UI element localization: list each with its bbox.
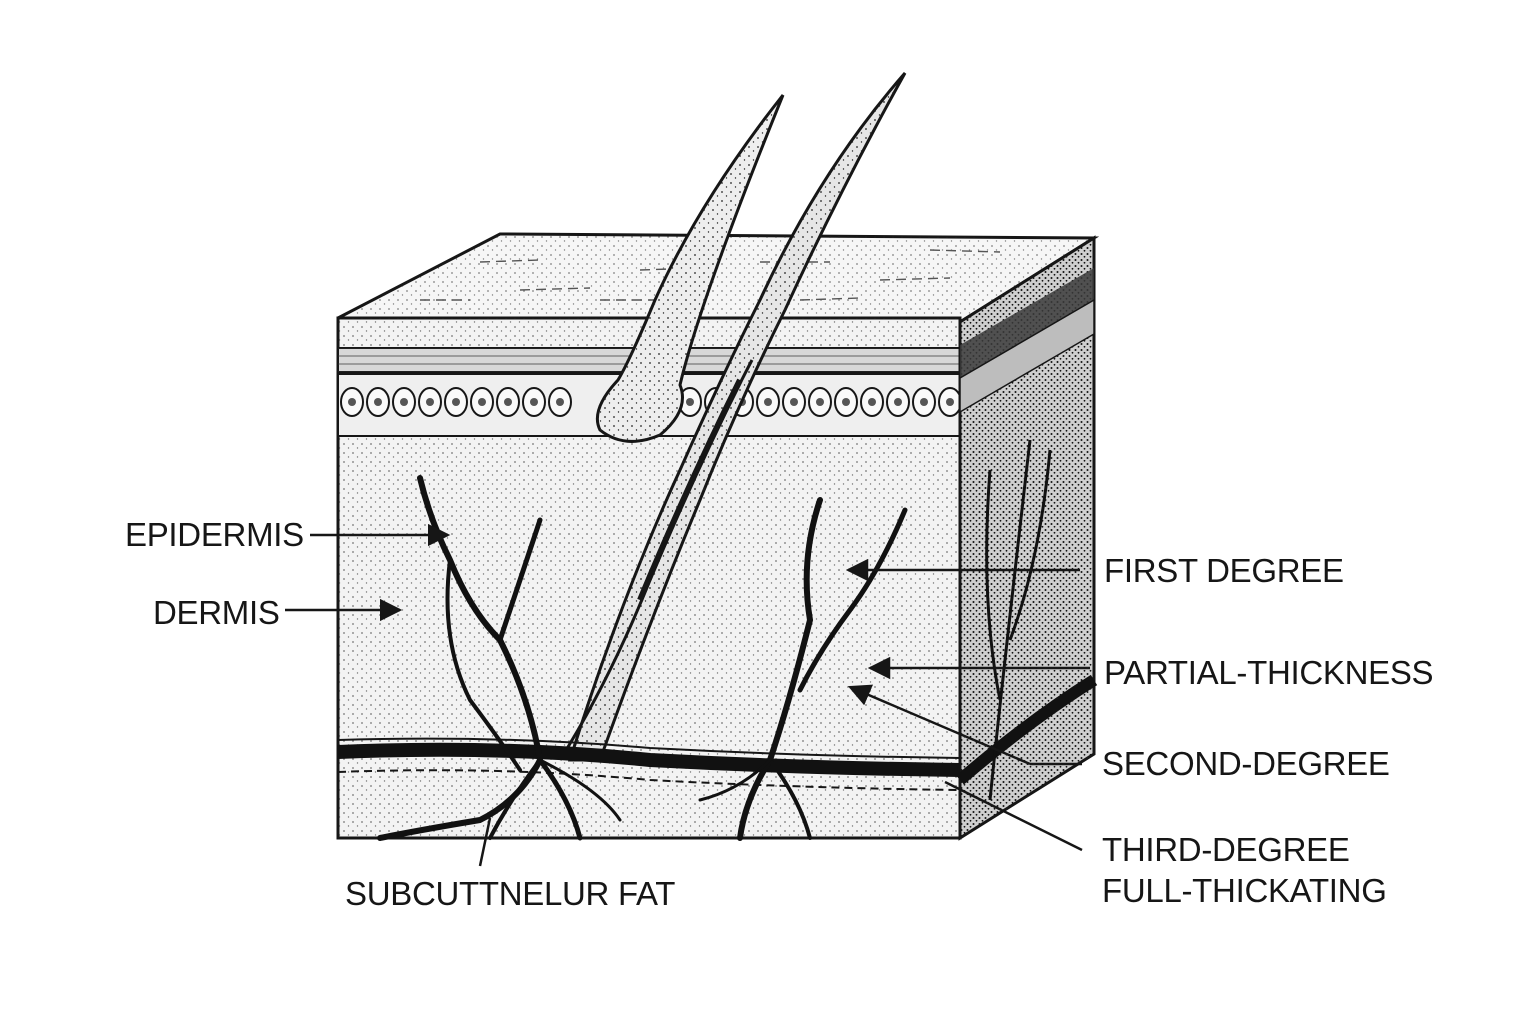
cell-nucleus [842,398,850,406]
cell-nucleus [686,398,694,406]
cell-nucleus [946,398,954,406]
hair-follicle [558,72,907,762]
cell-nucleus [504,398,512,406]
cell-nucleus [374,398,382,406]
cell-nucleus [816,398,824,406]
subcutaneous-fat-pointer [478,817,492,867]
cell-nucleus [868,398,876,406]
cell-nucleus [764,398,772,406]
label-full-thickness: FULL-THICKATING [1102,872,1387,909]
leader-lines [285,523,1090,867]
label-epidermis: EPIDERMIS [125,516,304,553]
cell-nucleus [556,398,564,406]
blood-vessels [377,475,908,841]
label-subcutaneous-fat: SUBCUTTNELUR FAT [345,875,676,912]
label-partial-thickness: PARTIAL-THICKNESS [1104,654,1434,691]
cell-nucleus [348,398,356,406]
skin-side-face [956,235,1098,841]
cell-nucleus [894,398,902,406]
cell-nucleus [790,398,798,406]
label-first-degree: FIRST DEGREE [1104,552,1344,589]
label-third-degree: THIRD-DEGREE [1102,831,1350,868]
subcutaneous-boundary [337,737,961,791]
cell-nucleus [400,398,408,406]
label-second-degree: SECOND-DEGREE [1102,745,1390,782]
cell-nucleus [920,398,928,406]
cell-nucleus [478,398,486,406]
cell-nucleus [426,398,434,406]
third-degree-pointer [944,780,1083,852]
cell-nucleus [452,398,460,406]
second-degree-pointer-diagonal [847,684,1031,766]
label-dermis: DERMIS [153,594,280,631]
cell-nucleus [530,398,538,406]
